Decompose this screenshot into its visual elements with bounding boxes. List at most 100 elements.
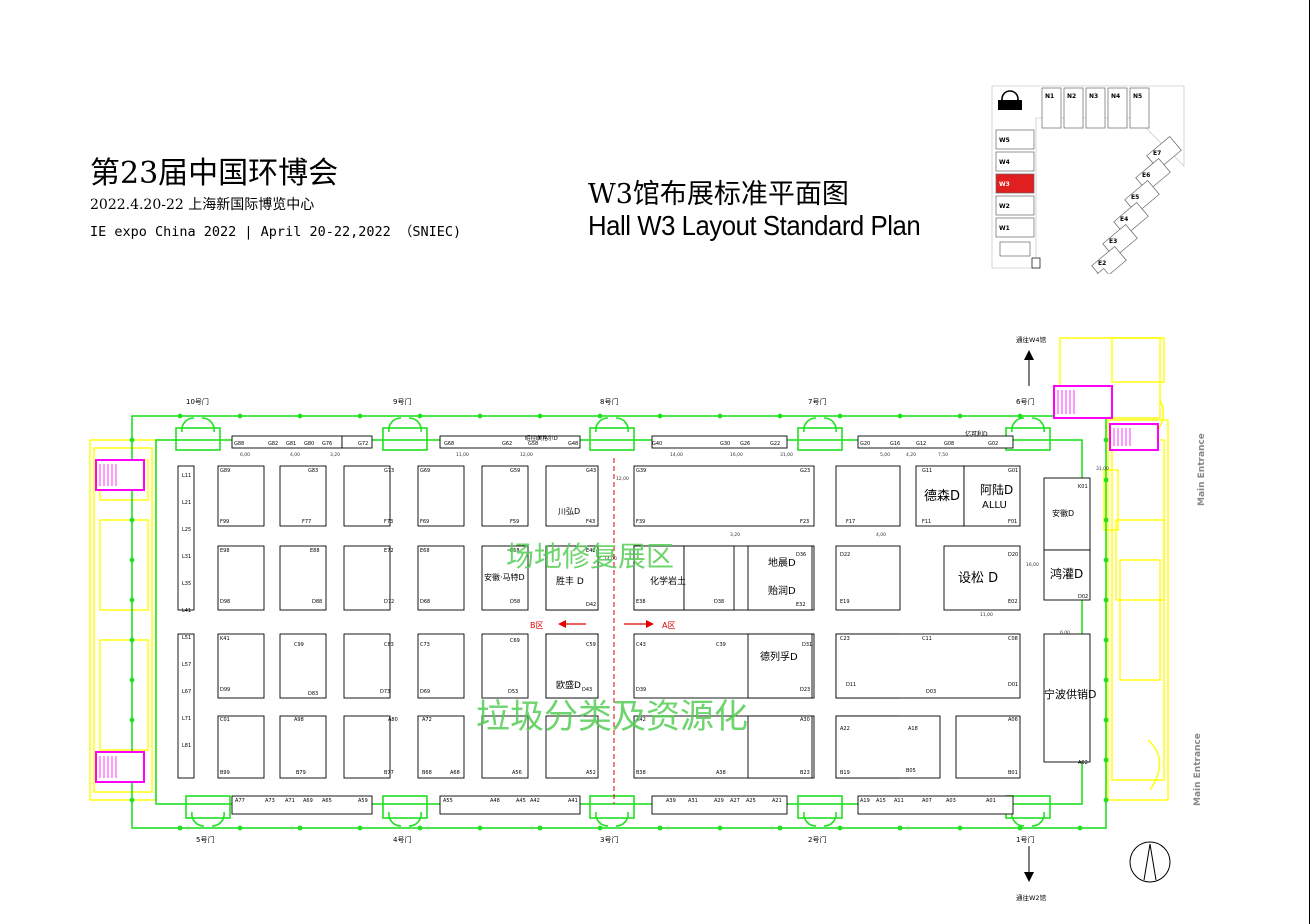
booth-code: D72	[384, 599, 394, 605]
booth	[481, 465, 529, 527]
overview-entrance-block	[1031, 257, 1041, 269]
overview-hall	[995, 151, 1035, 172]
column	[129, 557, 135, 563]
booth-code: A55	[443, 798, 453, 804]
column	[1017, 825, 1023, 831]
booth-code: G01	[1008, 468, 1018, 474]
booth-code: C69	[510, 638, 520, 644]
booth-code: B38	[636, 770, 646, 776]
booth-code: G80	[304, 441, 314, 447]
booth-code: D23	[800, 687, 810, 693]
booth	[955, 715, 1021, 779]
dimension-label: 16,00	[1026, 562, 1039, 568]
booth-code: L25	[182, 527, 191, 533]
column	[129, 717, 135, 723]
column	[1103, 557, 1109, 563]
overview-hall	[995, 173, 1035, 194]
column	[957, 413, 963, 419]
overview-hall-label: W4	[999, 159, 1010, 166]
zone-label: B区	[530, 621, 544, 630]
service-core	[95, 459, 145, 491]
main-entrance-label: Main Entrance	[1193, 733, 1203, 806]
column	[837, 413, 843, 419]
booth-code: G73	[384, 468, 394, 474]
booth-code: D01	[1008, 682, 1018, 688]
booth-code: E38	[636, 599, 646, 605]
booth-code: E32	[796, 602, 806, 608]
service-core	[1109, 423, 1159, 451]
booth-code: D98	[220, 599, 230, 605]
overview-hall	[995, 195, 1035, 216]
overview-entrance-block	[999, 241, 1031, 257]
dimension-label: 16,00	[730, 452, 743, 458]
booth	[177, 465, 195, 611]
company-name: 安徽·马特D	[484, 572, 525, 582]
overview-hall	[1129, 87, 1150, 129]
company-name: 设松 D	[958, 571, 998, 586]
booth-code: D53	[508, 689, 518, 695]
booth-code: A15	[876, 798, 886, 804]
gate-door-icon	[595, 811, 629, 827]
column	[897, 825, 903, 831]
overview-hall-label: N5	[1133, 93, 1142, 100]
booth-code: C83	[384, 642, 394, 648]
gate-label: 9号门	[393, 397, 411, 406]
booth-code: B05	[906, 768, 916, 774]
booth-code: F73	[384, 519, 393, 525]
booth-code: E19	[840, 599, 850, 605]
company-name: 德森D	[924, 489, 960, 504]
booth	[343, 465, 391, 527]
page-edge-line	[1309, 0, 1310, 924]
arrow-down-icon	[1024, 872, 1034, 882]
column	[1103, 717, 1109, 723]
booth	[439, 795, 581, 815]
column	[297, 413, 303, 419]
booth	[417, 465, 465, 527]
dimension-label: 31,00	[1096, 466, 1109, 472]
column	[837, 825, 843, 831]
booth	[683, 545, 735, 611]
booth	[915, 465, 965, 527]
booth-code: G11	[922, 468, 932, 474]
company-name: 昭控D	[525, 434, 540, 442]
booth	[943, 545, 1021, 611]
booth-code: F77	[302, 519, 311, 525]
overview-hall	[995, 217, 1035, 238]
arrow-up-icon	[1024, 350, 1034, 360]
gate-door-icon	[803, 417, 837, 433]
booth	[217, 715, 265, 779]
booth-code: D38	[714, 599, 724, 605]
booth-code: G08	[944, 441, 954, 447]
booth-code: D31	[802, 642, 812, 648]
column	[1103, 797, 1109, 803]
booth	[651, 795, 788, 815]
booth-code: G58	[528, 441, 538, 447]
arrow-left-icon	[558, 620, 566, 628]
booth-code: C73	[420, 642, 430, 648]
booth-code: G23	[800, 468, 810, 474]
booth-code: D99	[220, 687, 230, 693]
booth-code: A80	[388, 717, 398, 723]
zone-label: A区	[662, 621, 675, 630]
booth-code: B79	[296, 770, 306, 776]
booth-code: A65	[322, 798, 332, 804]
booth-code: C11	[922, 636, 932, 642]
overview-hall-label: E5	[1131, 194, 1139, 201]
booth-code: D68	[420, 599, 430, 605]
dimension-label: 3,20	[330, 452, 340, 458]
column	[477, 413, 483, 419]
column	[537, 413, 543, 419]
gate-door-icon	[191, 811, 225, 827]
column	[717, 413, 723, 419]
north-compass-icon	[1143, 843, 1157, 881]
gate-door-icon	[388, 811, 422, 827]
dimension-label: 12,00	[616, 476, 629, 482]
booth	[217, 633, 265, 699]
column	[129, 437, 135, 443]
company-name: 德列孚D	[760, 650, 798, 663]
column	[177, 413, 183, 419]
booth	[545, 465, 599, 527]
booth-code: G02	[988, 441, 998, 447]
booth-code: E98	[220, 548, 230, 554]
zone-title: 场地修复展区	[506, 540, 674, 573]
